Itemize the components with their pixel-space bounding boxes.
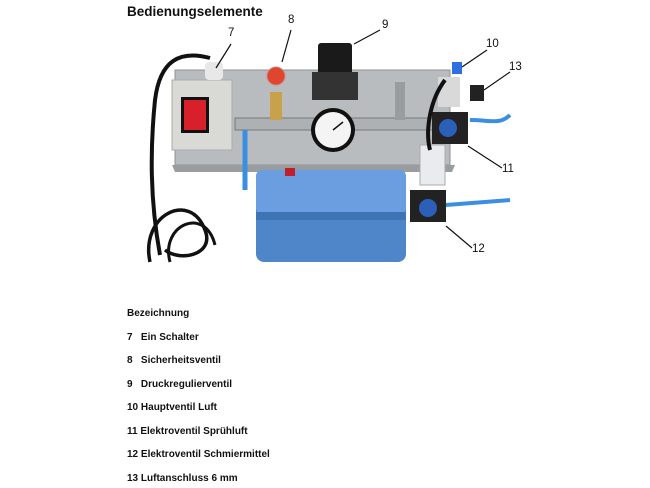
item-label: Druckregulierventil bbox=[140, 379, 233, 390]
device-photo bbox=[146, 29, 512, 263]
callout-10: 10 bbox=[486, 38, 499, 50]
callout-11: 11 bbox=[502, 163, 514, 175]
legend-item: 7 Ein Schalter bbox=[127, 332, 199, 343]
legend-item: 8 Sicherheitsventil bbox=[127, 355, 221, 366]
legend-item: 12 Elektroventil Schmiermittel bbox=[127, 449, 270, 460]
item-number: 7 bbox=[127, 332, 133, 343]
legend-item: 13 Luftanschluss 6 mm bbox=[127, 473, 238, 484]
item-number: 9 bbox=[127, 379, 133, 390]
item-number: 13 bbox=[127, 473, 139, 484]
safety-valve bbox=[266, 66, 286, 86]
callout-12: 12 bbox=[472, 243, 485, 255]
item-number: 8 bbox=[127, 355, 133, 366]
item-number: 12 bbox=[127, 449, 139, 460]
callout-13: 13 bbox=[509, 61, 522, 73]
legend-item: 10 Hauptventil Luft bbox=[127, 402, 217, 413]
callout-9: 9 bbox=[382, 19, 389, 31]
item-label: Luftanschluss 6 mm bbox=[140, 473, 238, 484]
item-label: Elektroventil Schmiermittel bbox=[140, 449, 270, 460]
item-number: 11 bbox=[127, 426, 138, 437]
item-label: Sicherheitsventil bbox=[140, 355, 221, 366]
power-cable bbox=[149, 53, 211, 256]
item-label: Elektroventil Sprühluft bbox=[140, 426, 248, 437]
item-label: Hauptventil Luft bbox=[140, 402, 218, 413]
legend-heading: Bezeichnung bbox=[127, 308, 190, 319]
legend-item: 11 Elektroventil Sprühluft bbox=[127, 426, 248, 437]
callout-7: 7 bbox=[228, 27, 235, 39]
section-title: Bedienungselemente bbox=[127, 4, 263, 19]
callout-8: 8 bbox=[288, 14, 295, 26]
item-number: 10 bbox=[127, 402, 139, 413]
legend-item: 9 Druckregulierventil bbox=[127, 379, 232, 390]
item-label: Ein Schalter bbox=[140, 332, 199, 343]
